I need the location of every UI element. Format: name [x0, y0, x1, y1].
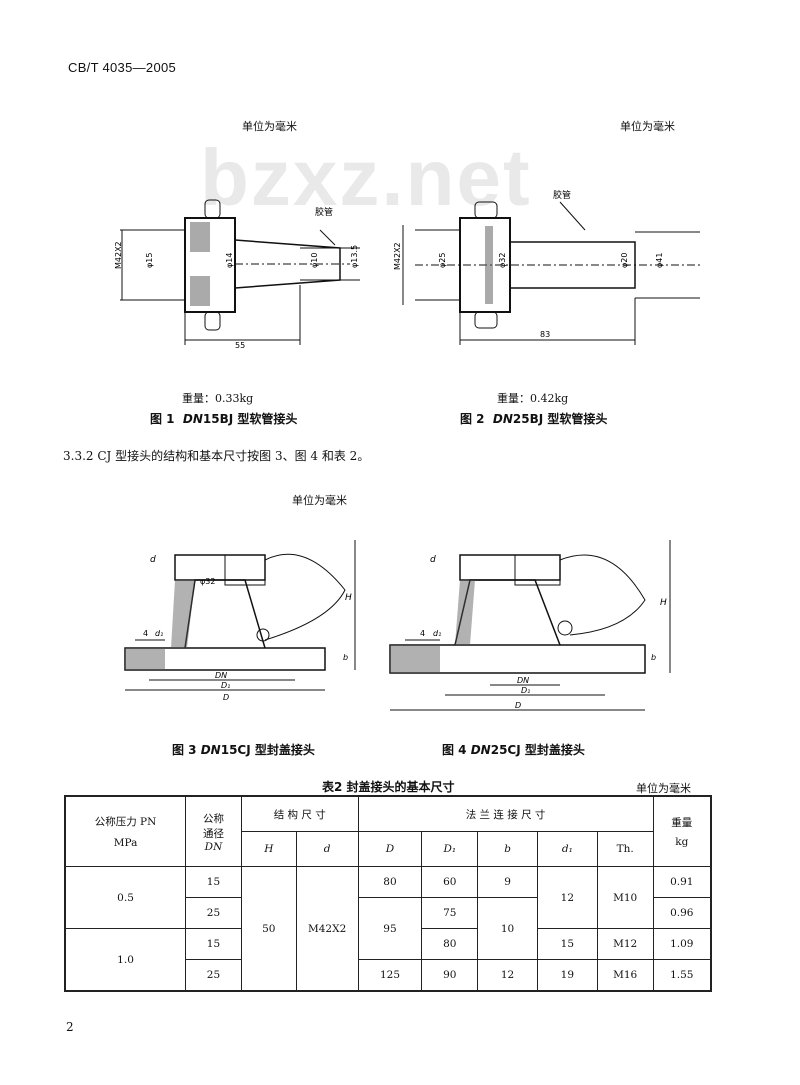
fig2-weight: 重量：0.42kg	[497, 392, 569, 405]
header-pressure: 公称压力 PN MPa	[64, 795, 187, 867]
cell-Th: M16	[596, 959, 654, 992]
fig4-dim-DN: DN	[517, 676, 529, 685]
fig1-drawing: M42X2 φ15 φ14 φ10 φ13.5 55 胶管	[114, 199, 360, 350]
cell-D1: 75	[421, 897, 479, 929]
fig2-dim-41: φ41	[655, 253, 664, 268]
cell-d1: 15	[536, 928, 598, 960]
fig4-dim-d: d	[430, 555, 436, 565]
header-structure: 结 构 尺 寸	[240, 795, 359, 832]
fig3-dim-b: b	[343, 653, 348, 662]
table-row: 25 95 75 10 0.96	[65, 897, 712, 960]
fig3-caption: 图 3 DN15CJ 型封盖接头	[172, 743, 315, 757]
fig2-dim-83: 83	[540, 330, 550, 339]
fig2-dim-25: φ25	[438, 253, 447, 268]
cell-pressure-05: 0.5	[64, 866, 187, 929]
fig3-drawing: d φ32 4 d₁ H DN D₁ D b	[124, 540, 356, 702]
fig1-hose-label: 胶管	[315, 206, 333, 218]
dimension-table: 公称压力 PN MPa 公称 通径 DN 结 构 尺 寸 法 兰 连 接 尺 寸…	[64, 795, 712, 992]
page-number: 2	[66, 1020, 74, 1034]
fig4-dim-d1: d₁	[433, 629, 441, 638]
cell-b: 10	[477, 897, 538, 960]
cell-kg: 0.96	[652, 897, 712, 929]
fig1-dim-55: 55	[235, 341, 245, 350]
cell-b: 12	[477, 959, 538, 992]
fig4-dim-D1: D₁	[521, 686, 530, 695]
fig1-dim-15: φ15	[145, 253, 154, 268]
cell-D: 125	[357, 959, 423, 992]
fig4-dim-b: b	[651, 653, 656, 662]
cell-kg: 1.09	[652, 928, 712, 960]
fig1-dim-135: φ13.5	[350, 245, 359, 268]
fig2-dim-32: φ32	[498, 253, 507, 268]
fig4-dim-H: H	[660, 598, 667, 608]
fig1-unit-note: 单位为毫米	[242, 120, 297, 133]
fig4-dim-D: D	[515, 701, 521, 710]
fig3-dim-32: φ32	[200, 577, 215, 586]
header-D: D	[357, 831, 423, 867]
cell-b: 9	[477, 866, 538, 898]
fig4-dim-4: 4	[420, 629, 425, 638]
cell-dn: 25	[185, 897, 242, 929]
cell-d: M42X2	[295, 866, 359, 992]
fig2-dim-m42: M42X2	[393, 242, 402, 270]
fig3-dim-d: d	[150, 555, 156, 565]
cell-dn: 15	[185, 866, 242, 898]
clause-3-3-2: 3.3.2 CJ 型接头的结构和基本尺寸按图 3、图 4 和表 2。	[63, 449, 370, 463]
header-d: d	[295, 831, 359, 867]
fig2-unit-note: 单位为毫米	[620, 120, 675, 133]
cell-Th: M10	[596, 866, 654, 929]
fig1-dim-14: φ14	[225, 253, 234, 268]
cell-D1: 80	[421, 928, 479, 960]
fig1-dim-10: φ10	[310, 253, 319, 268]
table-unit-note: 单位为毫米	[636, 782, 691, 795]
fig4-caption: 图 4 DN25CJ 型封盖接头	[442, 743, 585, 757]
fig2-dim-20: φ20	[620, 253, 629, 268]
fig3-dim-4: 4	[143, 629, 148, 638]
cell-d1: 12	[536, 866, 598, 929]
cell-kg: 1.55	[652, 959, 712, 992]
fig1-weight: 重量：0.33kg	[182, 392, 254, 405]
cell-D1: 90	[421, 959, 479, 992]
fig2-caption: 图 2 DN25BJ 型软管接头	[460, 412, 608, 426]
cell-D: 80	[357, 866, 423, 898]
cell-kg: 0.91	[652, 866, 712, 898]
fig4-drawing: d 4 d₁ H DN D₁ D b	[389, 540, 671, 711]
header-d1: d₁	[536, 831, 598, 867]
fig2-drawing: M42X2 φ25 φ32 φ20 φ41 83 胶管	[393, 190, 700, 345]
table-row: 1.0 15 80 15 M12 1.09	[64, 928, 712, 992]
cell-dn: 15	[185, 928, 242, 960]
header-Th: Th.	[596, 831, 654, 867]
fig3-dim-D: D	[223, 693, 229, 702]
cell-D1: 60	[421, 866, 479, 898]
header-b: b	[477, 831, 538, 867]
cell-H: 50	[240, 866, 297, 992]
header-flange: 法 兰 连 接 尺 寸	[357, 795, 654, 832]
fig1-dim-m42: M42X2	[114, 241, 123, 269]
fig3-dim-d1: d₁	[155, 629, 163, 638]
fig3-dim-DN: DN	[215, 671, 227, 680]
fig2-hose-label: 胶管	[553, 190, 571, 201]
cell-dn: 25	[185, 959, 242, 992]
header-dn: 公称 通径 DN	[185, 795, 242, 867]
header-H: H	[240, 831, 297, 867]
header-weight: 重量 kg	[652, 795, 712, 867]
fig3-dim-H: H	[345, 593, 352, 603]
table-title: 表2 封盖接头的基本尺寸	[322, 780, 455, 794]
fig1-caption: 图 1 DN15BJ 型软管接头	[150, 412, 298, 426]
header-D1: D₁	[421, 831, 479, 867]
fig3-dim-D1: D₁	[221, 681, 230, 690]
fig34-unit-note: 单位为毫米	[292, 494, 347, 507]
table-row: 0.5 15 50 M42X2 80 60 9 12 M10 0.91	[64, 866, 712, 992]
cell-d1: 19	[536, 959, 598, 992]
cell-Th: M12	[596, 928, 654, 960]
table-row: 25 125 90 12 19 M16 1.55	[65, 959, 712, 992]
cell-D: 95	[357, 897, 423, 960]
standard-number: CB/T 4035—2005	[68, 60, 177, 75]
cell-pressure-10: 1.0	[64, 928, 187, 992]
